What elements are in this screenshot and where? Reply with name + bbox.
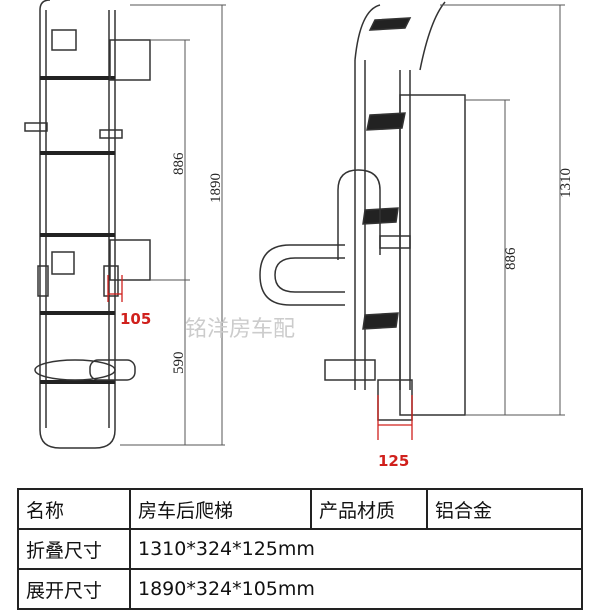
dim-590: 590 bbox=[171, 352, 187, 375]
name-label-a: 名 bbox=[26, 499, 46, 522]
folded-size-label: 折叠尺寸 bbox=[17, 528, 131, 570]
dim-125: 125 bbox=[378, 452, 409, 470]
folded-size-value: 1310*324*125mm bbox=[129, 528, 583, 570]
dim-1310: 1310 bbox=[558, 168, 574, 198]
dim-886-right: 886 bbox=[503, 247, 519, 270]
table-row: 名称 房车后爬梯 产品材质 铝合金 bbox=[17, 488, 583, 530]
unfolded-size-value: 1890*324*105mm bbox=[129, 568, 583, 610]
unfolded-size-label: 展开尺寸 bbox=[17, 568, 131, 610]
left-dimensions bbox=[120, 4, 226, 446]
right-dimensions bbox=[440, 4, 565, 416]
dim-125-marker bbox=[377, 395, 413, 440]
dim-105: 105 bbox=[120, 310, 151, 328]
left-ladder-view bbox=[24, 0, 151, 449]
name-label-b: 称 bbox=[45, 499, 65, 522]
watermark: 铭洋房车配 bbox=[185, 317, 295, 342]
material-value: 铝合金 bbox=[426, 488, 583, 530]
dim-886-left: 886 bbox=[171, 152, 187, 175]
table-row: 展开尺寸 1890*324*105mm bbox=[17, 568, 583, 610]
table-row: 折叠尺寸 1310*324*125mm bbox=[17, 528, 583, 570]
ladder-technical-drawing: 886 1890 590 105 1310 886 125 铭洋房车配 bbox=[24, 0, 574, 470]
dim-1890: 1890 bbox=[208, 173, 224, 203]
dim-105-marker bbox=[107, 275, 123, 302]
material-label: 产品材质 bbox=[310, 488, 428, 530]
left-rungs bbox=[40, 76, 115, 384]
spec-table: 名称 房车后爬梯 产品材质 铝合金 折叠尺寸 1310*324*125mm 展开… bbox=[17, 488, 583, 610]
right-ladder-view bbox=[259, 1, 466, 421]
name-value: 房车后爬梯 bbox=[129, 488, 312, 530]
